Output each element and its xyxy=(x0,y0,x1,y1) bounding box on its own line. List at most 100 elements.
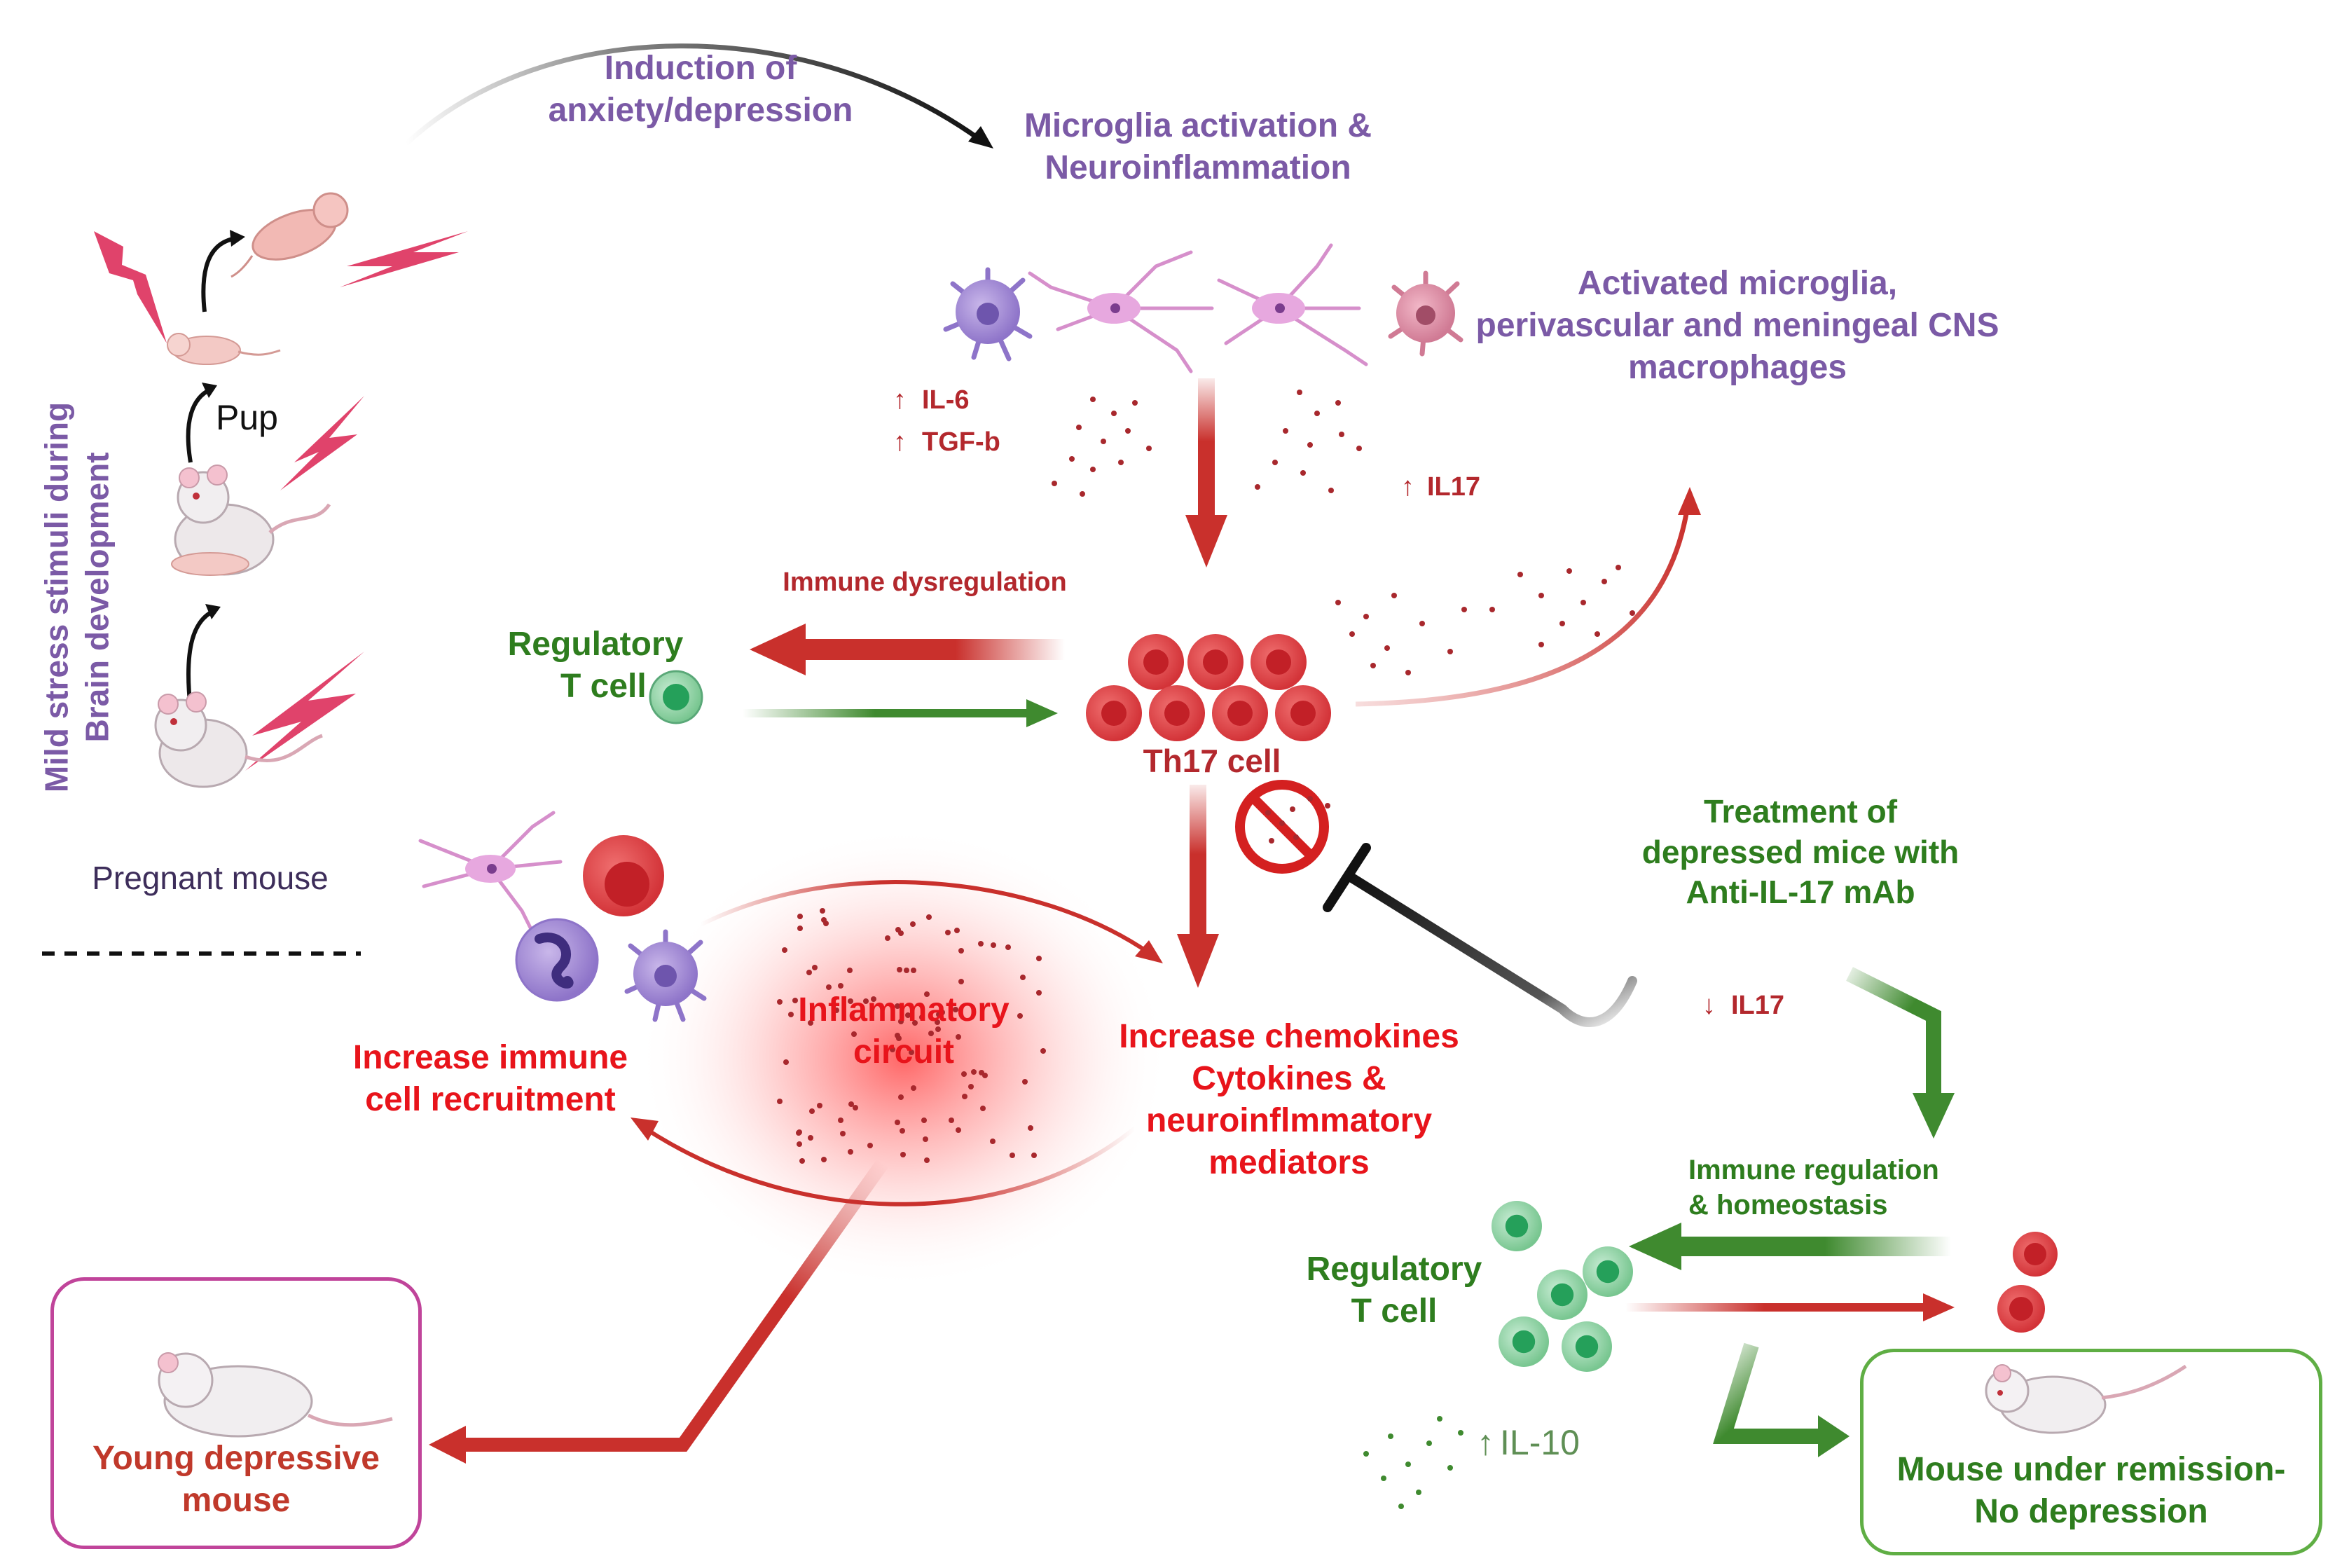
cytokine-dot xyxy=(847,968,853,973)
cytokine-dot xyxy=(953,1007,958,1012)
cytokine-dot xyxy=(821,917,827,923)
cytokine-dot xyxy=(840,1131,846,1136)
mouse-icon xyxy=(154,692,323,788)
cytokine-dot xyxy=(863,998,869,1004)
induction-line-2: anxiety/depression xyxy=(548,92,853,129)
treatment-label: Treatment of depressed mice with Anti-IL… xyxy=(1597,792,2004,913)
cytokine-dot xyxy=(991,942,996,948)
cytokine-dot xyxy=(783,1059,789,1065)
cytokine-dot xyxy=(935,1026,941,1032)
lightning-icon xyxy=(245,652,364,771)
activated-microglia-line-2: perivascular and meningeal CNS xyxy=(1475,307,1999,344)
inflammatory-glow xyxy=(638,827,1170,1289)
pup-icon xyxy=(167,333,281,365)
prohibition-icon xyxy=(1235,780,1330,874)
cytokine-dot xyxy=(809,1108,815,1114)
down-arrow-icon: ↓ xyxy=(1702,991,1716,1020)
cytokine-dot xyxy=(867,1143,873,1148)
il17-down-text: IL17 xyxy=(1731,991,1785,1020)
neuron-icon xyxy=(1028,250,1214,373)
cytokine-dot xyxy=(911,1085,916,1091)
treg-cell-nucleus xyxy=(1596,1260,1620,1284)
increase-immune-line-1: Increase immune xyxy=(352,1039,628,1076)
il6-text: IL-6 xyxy=(922,385,970,415)
cytokine-dots xyxy=(1363,1416,1463,1509)
cytokine-dot xyxy=(949,1117,954,1123)
induction-arrow xyxy=(404,43,983,146)
chemokines-line-3: neuroinflmmatory xyxy=(1145,1102,1433,1139)
tgfb-text: TGF-b xyxy=(922,427,1000,457)
cytokine-dot xyxy=(895,1033,900,1038)
microglia-activation-label: Microglia activation & Neuroinflammation xyxy=(981,105,1415,189)
cytokine-dot xyxy=(1028,1125,1033,1131)
cytokine-dot xyxy=(904,968,909,973)
increase-chemokines-label: Increase chemokines Cytokines & neuroinf… xyxy=(1107,1016,1471,1184)
cytokine-dot xyxy=(897,967,902,972)
cytokine-dot xyxy=(1022,1079,1028,1085)
cytokine-dot xyxy=(1031,1153,1037,1158)
cytokine-dot xyxy=(900,1128,905,1134)
mouse-icon xyxy=(171,465,331,576)
chemokines-line-1: Increase chemokines xyxy=(1119,1018,1459,1055)
cytokine-dot xyxy=(900,1152,906,1157)
regulatory-line-1: Regulatory xyxy=(507,626,684,663)
cytokine-dot xyxy=(838,983,843,989)
cytokine-dot xyxy=(924,1157,930,1163)
tgfb-label: ↑TGF-b xyxy=(893,426,1000,460)
up-arrow-icon: ↑ xyxy=(1477,1423,1494,1462)
cytokine-dot xyxy=(898,1094,904,1100)
young-depressive-mouse-box xyxy=(50,1277,422,1549)
cytokine-dot xyxy=(1040,1048,1046,1054)
il17-up-text: IL17 xyxy=(1427,472,1481,502)
th17-cell-nucleus xyxy=(1143,649,1169,675)
cytokine-dot xyxy=(954,928,960,933)
cytokine-dot xyxy=(958,979,964,984)
mild-stress-line-2: Brain development xyxy=(78,452,115,743)
neuron-icon xyxy=(1217,243,1368,366)
activated-microglia-line-1: Activated microglia, xyxy=(1577,265,1898,302)
cytokine-dot xyxy=(797,926,803,931)
chemokines-line-4: mediators xyxy=(1208,1144,1370,1181)
cytokine-dot xyxy=(799,1158,805,1164)
cytokine-dot xyxy=(895,1120,900,1125)
cytokine-dot xyxy=(851,1031,857,1037)
cytokine-dots xyxy=(1052,390,1362,497)
up-arrow-icon: ↑ xyxy=(1401,472,1414,502)
cytokine-dot xyxy=(923,1136,928,1142)
cytokine-dot xyxy=(895,1003,900,1009)
treg-cell-nucleus xyxy=(1505,1214,1529,1238)
th17-cell-nucleus xyxy=(1101,701,1127,726)
cytokine-dot xyxy=(924,991,930,997)
remission-label: Mouse under remission- No depression xyxy=(1860,1449,2322,1533)
microglia-icon xyxy=(624,929,707,1022)
cytokine-dot xyxy=(1036,956,1042,961)
th17-cell-label: Th17 cell xyxy=(1143,743,1281,779)
activated-microglia-line-3: macrophages xyxy=(1627,349,1847,386)
remission-line-1: Mouse under remission- xyxy=(1896,1451,2286,1488)
treg-cell-nucleus xyxy=(1512,1330,1536,1354)
treg-cell-nucleus xyxy=(1550,1283,1574,1307)
cytokine-dot xyxy=(853,1105,858,1110)
cytokine-dot xyxy=(1010,1153,1015,1158)
treatment-line-2: depressed mice with xyxy=(1641,833,1959,870)
neutrophil-icon xyxy=(515,918,599,1002)
lightning-icon xyxy=(340,231,468,287)
cytokine-dot xyxy=(909,1050,914,1055)
neuron-icon xyxy=(418,811,563,934)
regulatory-bottom-line-2: T cell xyxy=(1351,1293,1438,1330)
th17-cell-nucleus xyxy=(1227,701,1253,726)
pup-icon xyxy=(230,192,349,278)
treg-cell-nucleus xyxy=(1575,1335,1599,1359)
cytokine-dot xyxy=(797,1141,802,1147)
cytokine-dot xyxy=(871,996,876,1002)
pregnant-mouse-label: Pregnant mouse xyxy=(92,860,329,896)
cytokine-dots xyxy=(1335,565,1635,675)
remission-line-2: No depression xyxy=(1974,1493,2208,1530)
remission-mouse-box xyxy=(1860,1349,2322,1555)
regulatory-t-cell-top-label: Regulatory T cell xyxy=(483,624,708,708)
immune-regulation-line-1: Immune regulation xyxy=(1688,1155,1939,1185)
th17-cell-icon xyxy=(1086,634,1331,741)
cytokine-dot xyxy=(939,1010,945,1015)
